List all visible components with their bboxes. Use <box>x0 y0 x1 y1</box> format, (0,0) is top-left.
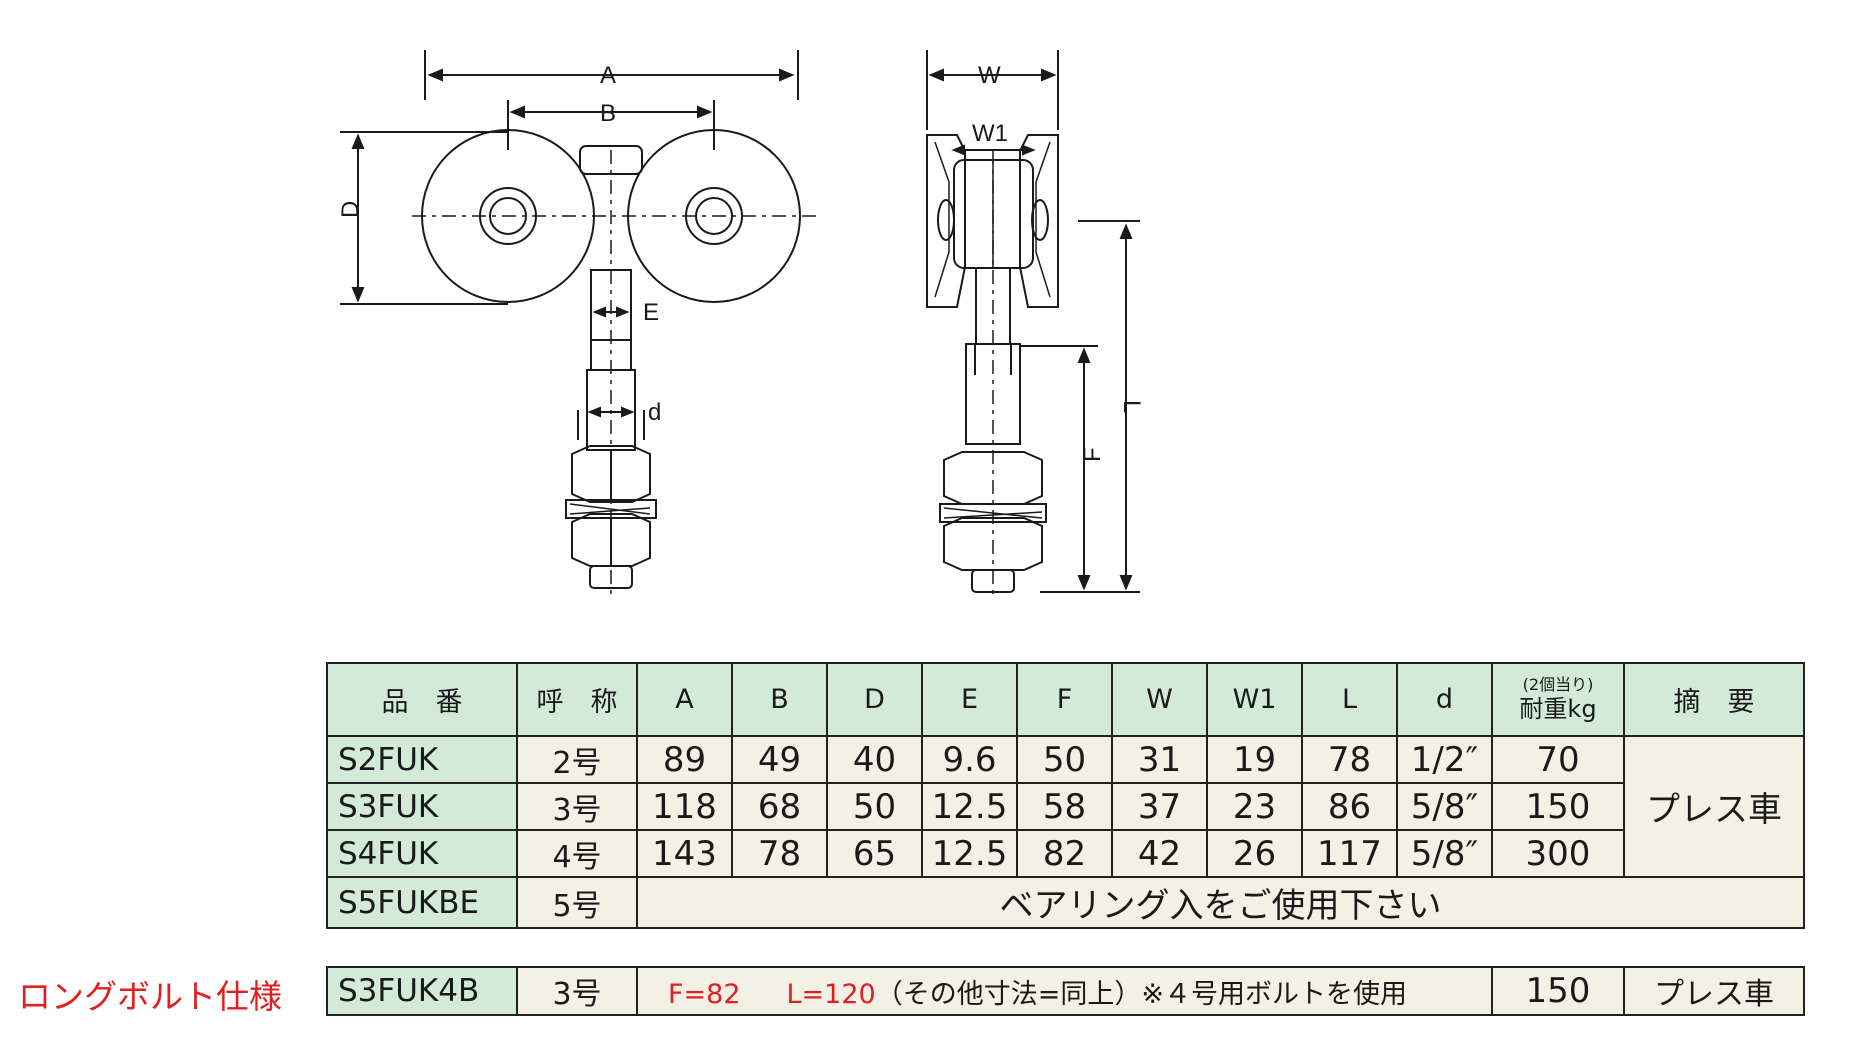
cell-W: 31 <box>1111 735 1208 784</box>
cell-note: ベアリング入をご使用下さい <box>636 876 1805 929</box>
dim-label-F: F <box>1079 447 1106 462</box>
technical-drawing: A B D E d W W1 L F <box>337 50 1145 600</box>
table-row: S5FUKBE 5号 ベアリング入をご使用下さい <box>326 876 1805 929</box>
cell-d: 1/2″ <box>1396 735 1493 784</box>
table-row: S4FUK 4号 143 78 65 12.5 82 42 26 117 5/8… <box>326 829 1804 878</box>
dim-label-B: B <box>600 100 616 127</box>
cell-F: 82 <box>1016 829 1113 878</box>
cell-nominal: 3号 <box>516 782 638 831</box>
dim-label-L: L <box>1118 400 1145 413</box>
cell-B: 49 <box>731 735 828 784</box>
cell-load: 150 <box>1491 782 1625 831</box>
long-bolt-label: ロングボルト仕様 <box>18 977 282 1016</box>
cell-remark: プレス車 <box>1623 966 1805 1016</box>
cell-code: S3FUK4B <box>326 966 518 1016</box>
cell-L: 117 <box>1301 829 1398 878</box>
cell-E: 9.6 <box>921 735 1018 784</box>
cell-L: 78 <box>1301 735 1398 784</box>
cell-W1: 26 <box>1206 829 1303 878</box>
cell-load: 300 <box>1491 829 1625 878</box>
cell-remark: プレス車 <box>1623 735 1805 878</box>
dim-label-A: A <box>600 62 616 89</box>
cell-W1: 19 <box>1206 735 1303 784</box>
front-view <box>340 50 822 600</box>
header-load: (2個当り) 耐重kg <box>1491 662 1625 737</box>
cell-A: 143 <box>636 829 733 878</box>
header-W1: W1 <box>1206 662 1303 737</box>
table-header-row: 品 番 呼 称 A B D E F W W1 L d (2個当り) 耐重kg 摘… <box>326 662 1805 737</box>
cell-load: 70 <box>1491 735 1625 784</box>
cell-load: 150 <box>1491 966 1625 1016</box>
header-D: D <box>826 662 923 737</box>
cell-nominal: 4号 <box>516 829 638 878</box>
header-W: W <box>1111 662 1208 737</box>
cell-D: 40 <box>826 735 923 784</box>
cell-D: 65 <box>826 829 923 878</box>
cell-F: 50 <box>1016 735 1113 784</box>
spec-table: 品 番 呼 称 A B D E F W W1 L d (2個当り) 耐重kg 摘… <box>326 662 1805 929</box>
cell-code: S2FUK <box>326 735 518 784</box>
table-row: S3FUK4B 3号 F=82 L=120（その他寸法=同上）※４号用ボルトを使用… <box>326 966 1805 1016</box>
header-L: L <box>1301 662 1398 737</box>
cell-W: 42 <box>1111 829 1208 878</box>
cell-A: 118 <box>636 782 733 831</box>
cell-d: 5/8″ <box>1396 829 1493 878</box>
header-E: E <box>921 662 1018 737</box>
cell-nominal: 5号 <box>516 876 638 929</box>
spec-L: L=120 <box>786 978 876 1010</box>
dim-label-W1: W1 <box>972 120 1008 147</box>
header-load-label: 耐重kg <box>1519 694 1597 723</box>
side-view <box>926 50 1140 600</box>
header-F: F <box>1016 662 1113 737</box>
spec-F: F=82 <box>668 978 741 1010</box>
spec-rest: （その他寸法=同上）※４号用ボルトを使用 <box>875 978 1407 1010</box>
cell-B: 68 <box>731 782 828 831</box>
cell-E: 12.5 <box>921 782 1018 831</box>
table-row: S2FUK 2号 89 49 40 9.6 50 31 19 78 1/2″ 7… <box>326 735 1805 878</box>
cell-E: 12.5 <box>921 829 1018 878</box>
long-bolt-table: S3FUK4B 3号 F=82 L=120（その他寸法=同上）※４号用ボルトを使用… <box>326 966 1805 1016</box>
cell-code: S5FUKBE <box>326 876 518 929</box>
cell-W: 37 <box>1111 782 1208 831</box>
cell-W1: 23 <box>1206 782 1303 831</box>
header-load-note: (2個当り) <box>1522 674 1594 694</box>
cell-B: 78 <box>731 829 828 878</box>
table-row: S3FUK 3号 118 68 50 12.5 58 37 23 86 5/8″… <box>326 782 1804 831</box>
cell-L: 86 <box>1301 782 1398 831</box>
cell-nominal: 2号 <box>516 735 638 784</box>
cell-A: 89 <box>636 735 733 784</box>
header-d: d <box>1396 662 1493 737</box>
header-remark: 摘 要 <box>1623 662 1805 737</box>
cell-D: 50 <box>826 782 923 831</box>
header-A: A <box>636 662 733 737</box>
dim-label-W: W <box>978 62 1001 89</box>
cell-code: S4FUK <box>326 829 518 878</box>
cell-nominal: 3号 <box>516 966 638 1016</box>
cell-d: 5/8″ <box>1396 782 1493 831</box>
dim-label-D: D <box>337 201 364 218</box>
dim-label-d: d <box>648 399 661 426</box>
header-code: 品 番 <box>326 662 518 737</box>
cell-spec: F=82 L=120（その他寸法=同上）※４号用ボルトを使用 <box>636 966 1493 1016</box>
cell-F: 58 <box>1016 782 1113 831</box>
dim-label-E: E <box>643 299 659 326</box>
cell-code: S3FUK <box>326 782 518 831</box>
header-nominal: 呼 称 <box>516 662 638 737</box>
header-B: B <box>731 662 828 737</box>
